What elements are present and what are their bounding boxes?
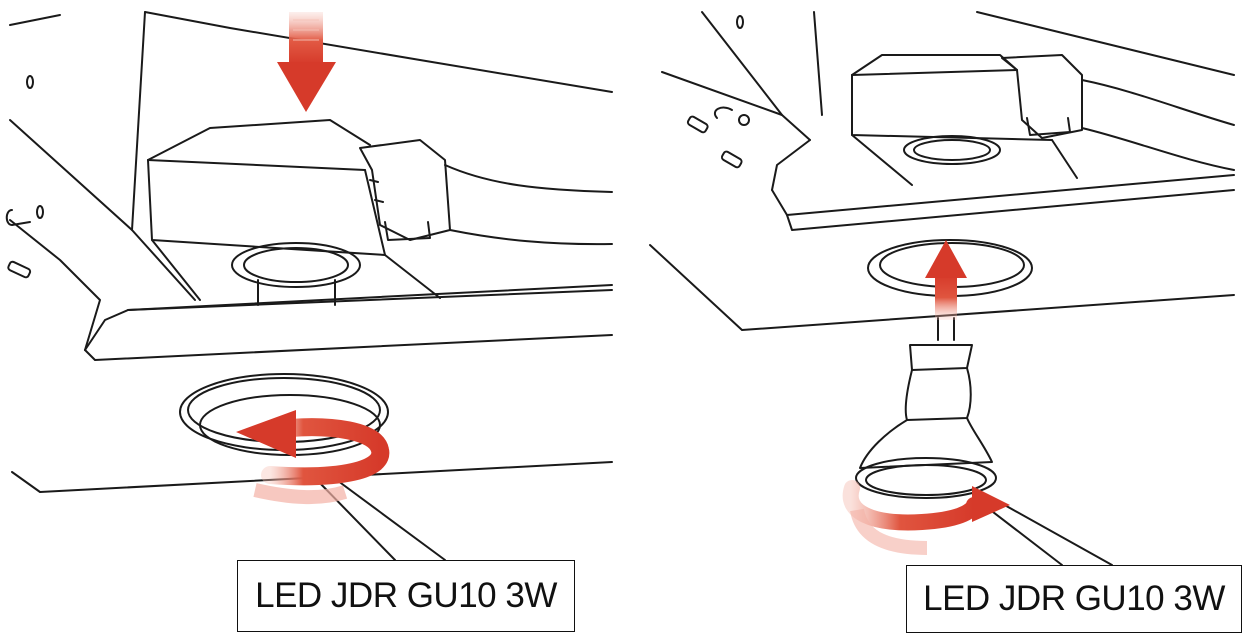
housing-top-line bbox=[976, 11, 1235, 76]
holder-box-right bbox=[364, 169, 386, 256]
leader-line bbox=[979, 497, 1113, 566]
housing-side-wall bbox=[9, 119, 196, 301]
rotate-cw-arrow bbox=[842, 480, 1010, 555]
mount-hole bbox=[736, 15, 744, 29]
ceiling-plate-edge bbox=[11, 461, 613, 493]
insert-up-arrow bbox=[925, 240, 967, 320]
housing-outline bbox=[131, 11, 146, 231]
housing-diagonal bbox=[661, 71, 783, 116]
holder-box-front-top bbox=[147, 159, 366, 171]
cable-lower bbox=[1081, 127, 1235, 171]
socket-tube bbox=[257, 279, 336, 306]
mount-slot bbox=[5, 209, 31, 226]
tray-rim bbox=[84, 289, 613, 351]
side-slot bbox=[720, 150, 743, 169]
cable-lower bbox=[449, 229, 613, 246]
housing-left-wall bbox=[9, 219, 101, 351]
bulb-reflector bbox=[859, 417, 993, 469]
bulb-face-inner bbox=[865, 464, 987, 496]
mount-slot bbox=[713, 106, 733, 119]
holder-box-front bbox=[851, 74, 1053, 141]
push-down-arrow bbox=[277, 12, 336, 112]
tray-rim-upper bbox=[771, 139, 811, 191]
step-2-illustration bbox=[649, 11, 1235, 566]
cable-upper bbox=[1081, 79, 1235, 126]
socket-ring-inner bbox=[243, 247, 349, 283]
connector-body bbox=[359, 139, 451, 241]
holder-box-front bbox=[147, 159, 386, 256]
socket-ring bbox=[231, 242, 361, 288]
connector-body bbox=[1001, 54, 1083, 139]
mount-hole bbox=[26, 75, 34, 89]
bulb-face bbox=[855, 457, 997, 499]
bulb-label-callout: LED JDR GU10 3W bbox=[906, 565, 1242, 633]
holder-box-top bbox=[147, 119, 371, 161]
side-slot bbox=[7, 260, 32, 279]
step-2-panel: LED JDR GU10 3W bbox=[622, 0, 1244, 635]
housing-rear-line bbox=[813, 11, 823, 116]
connector-tab bbox=[1026, 117, 1071, 136]
holder-box-base bbox=[851, 134, 1078, 186]
holder-box-base bbox=[151, 239, 441, 301]
bulb-neck bbox=[909, 344, 973, 371]
mount-hole bbox=[36, 205, 44, 219]
housing-rear-line bbox=[9, 14, 61, 26]
bulb-pins bbox=[937, 317, 955, 341]
mount-hole bbox=[738, 114, 750, 126]
holder-box-front-top bbox=[851, 69, 1018, 76]
step-1-illustration bbox=[5, 11, 613, 561]
housing-top-edge bbox=[701, 11, 811, 141]
socket-ring-upper bbox=[903, 135, 1001, 165]
ceiling-plate-edge bbox=[649, 244, 1235, 331]
tray-front bbox=[786, 189, 1235, 231]
bulb-label-callout: LED JDR GU10 3W bbox=[237, 560, 575, 632]
tray-inner bbox=[127, 284, 613, 311]
step-1-panel: LED JDR GU10 3W bbox=[5, 11, 613, 632]
bulb-body bbox=[904, 367, 972, 421]
connector-ridge bbox=[369, 179, 384, 203]
tray-rim-lower bbox=[84, 334, 613, 361]
housing-top-edge bbox=[144, 11, 613, 93]
side-slot bbox=[686, 115, 709, 134]
rotate-ccw-arrow bbox=[236, 410, 390, 505]
connector-tab bbox=[384, 221, 431, 241]
socket-ring-upper-inner bbox=[913, 139, 991, 161]
tray-rim bbox=[771, 174, 1235, 216]
cable-upper bbox=[444, 164, 613, 193]
